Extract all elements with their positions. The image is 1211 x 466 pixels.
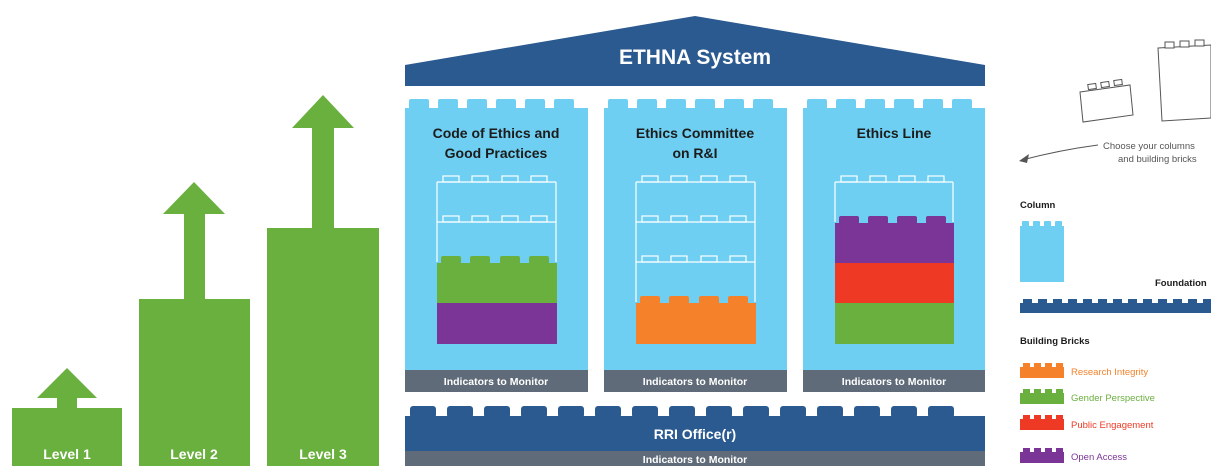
column-title-line1: Code of Ethics and — [433, 125, 560, 141]
legend-brick-public-engagement: Public Engagement — [1020, 415, 1154, 431]
column-code-of-ethics: Code of Ethics and Good Practices — [405, 99, 588, 392]
indicators-bar — [803, 370, 985, 392]
legend-bricks-title: Building Bricks — [1020, 336, 1090, 347]
brick-open-access — [437, 303, 557, 344]
column-title-line1: Ethics Committee — [636, 125, 754, 141]
level-1-label: Level 1 — [43, 446, 91, 462]
ethna-building: ETHNA System Code of Ethics and Good Pra… — [405, 16, 985, 466]
legend-brick-research-integrity: Research Integrity — [1020, 363, 1148, 378]
foundation-indicators-label: Indicators to Monitor — [643, 454, 747, 466]
legend-brick-label: Research Integrity — [1071, 367, 1148, 378]
level-1-block — [12, 408, 122, 466]
legend-column-label: Column — [1020, 200, 1056, 211]
indicators-label: Indicators to Monitor — [842, 376, 946, 388]
sketch-brick-small-icon — [1079, 78, 1134, 123]
indicators-label: Indicators to Monitor — [643, 376, 747, 388]
foundation-label: RRI Office(r) — [654, 426, 736, 442]
column-ethics-committee: Ethics Committee on R&I — [604, 99, 787, 392]
level-3-block — [267, 228, 379, 466]
brick-public-engagement — [835, 263, 954, 303]
legend: Choose your columns and building bricks … — [1019, 39, 1211, 463]
choose-text-line2: and building bricks — [1118, 154, 1197, 165]
legend-foundation-label: Foundation — [1155, 278, 1207, 289]
column-studs — [807, 99, 972, 111]
indicators-label: Indicators to Monitor — [444, 376, 548, 388]
foundation-indicators-bar — [405, 451, 985, 466]
level-2-label: Level 2 — [170, 446, 218, 462]
curved-arrow-icon — [1021, 144, 1099, 161]
brick-open-access — [835, 216, 954, 263]
column-studs — [608, 99, 773, 111]
legend-brick-gender-perspective: Gender Perspective — [1020, 389, 1155, 404]
level-3-label: Level 3 — [299, 446, 347, 462]
legend-brick-label: Public Engagement — [1071, 420, 1154, 431]
arrow-head-icon — [1019, 154, 1029, 163]
empty-brick-slots — [834, 175, 954, 222]
level-2-arrow — [163, 182, 225, 299]
brick-gender-perspective — [437, 256, 557, 303]
column-title-line1: Ethics Line — [857, 125, 932, 141]
foundation-rri-office: RRI Office(r) Indicators to Monitor — [405, 406, 985, 466]
indicators-bar — [405, 370, 588, 392]
choose-text-line1: Choose your columns — [1103, 141, 1195, 152]
legend-brick-label: Open Access — [1071, 452, 1127, 463]
brick-research-integrity — [636, 296, 756, 344]
roof — [405, 16, 985, 86]
empty-brick-slots — [635, 175, 756, 302]
column-studs — [409, 99, 574, 111]
legend-brick-open-access: Open Access — [1020, 448, 1127, 463]
column-title-line2: on R&I — [672, 145, 717, 161]
level-2-block — [139, 299, 250, 466]
foundation-body — [405, 416, 985, 451]
levels-group: Level 1 Level 2 Level 3 — [12, 95, 379, 466]
brick-gender-perspective — [835, 303, 954, 344]
empty-brick-slots — [436, 175, 557, 262]
sketch-brick-tall-icon — [1157, 39, 1211, 122]
system-title: ETHNA System — [619, 46, 771, 69]
level-1-arrow — [37, 368, 97, 408]
legend-brick-label: Gender Perspective — [1071, 393, 1155, 404]
legend-column-swatch — [1020, 221, 1064, 282]
column-ethics-line: Ethics Line Indicators to Monitor — [803, 99, 985, 392]
indicators-bar — [604, 370, 787, 392]
foundation-studs — [410, 406, 954, 418]
column-title-line2: Good Practices — [445, 145, 548, 161]
level-3-arrow — [292, 95, 354, 228]
legend-foundation-swatch — [1020, 299, 1211, 313]
